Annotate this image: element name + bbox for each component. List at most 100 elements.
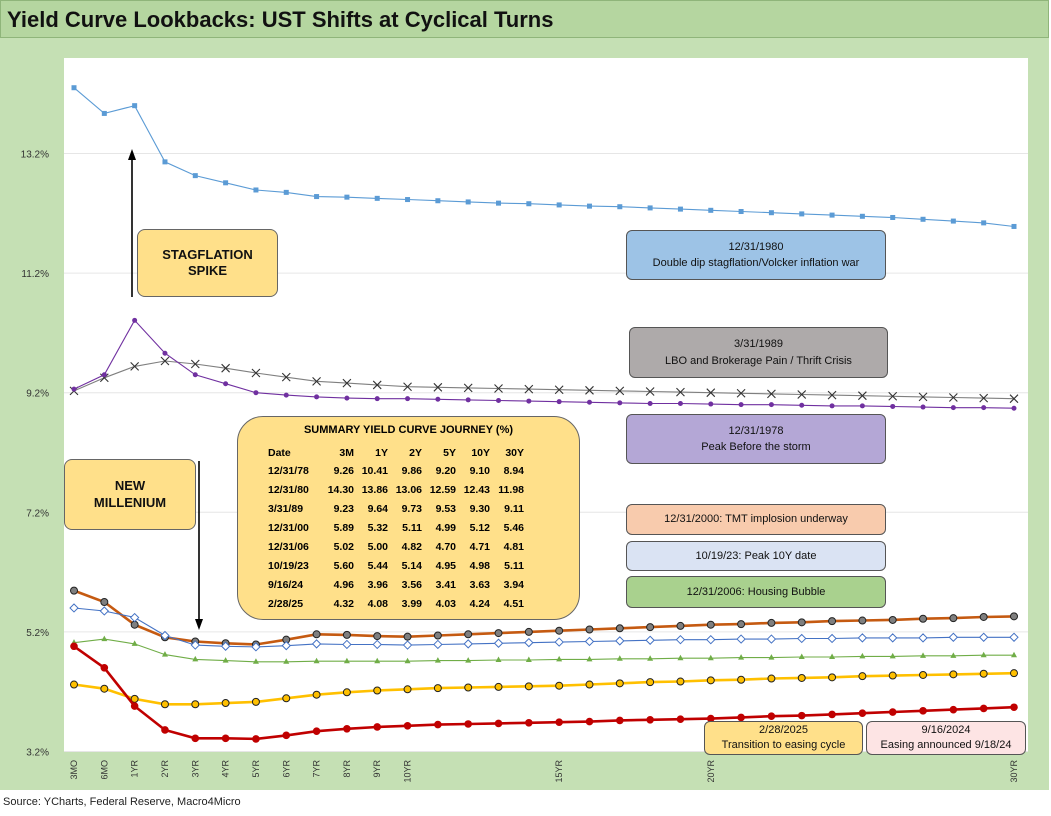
data-point bbox=[979, 704, 988, 713]
box-2024-text: Easing announced 9/18/24 bbox=[880, 739, 1012, 751]
x-tick-label: 1YR bbox=[130, 760, 140, 778]
summary-cell: 3.99 bbox=[401, 597, 422, 610]
data-point bbox=[160, 700, 169, 709]
data-point bbox=[799, 402, 805, 408]
series-line bbox=[73, 319, 1015, 409]
data-point bbox=[827, 633, 837, 644]
data-point bbox=[768, 402, 774, 408]
data-point bbox=[585, 625, 594, 634]
data-point bbox=[312, 690, 321, 699]
data-point bbox=[403, 721, 412, 730]
data-point bbox=[857, 633, 868, 643]
data-point bbox=[858, 709, 867, 718]
data-point bbox=[981, 220, 987, 226]
data-point bbox=[464, 630, 473, 639]
data-point bbox=[767, 389, 776, 399]
summary-cell: 4.51 bbox=[503, 597, 524, 610]
summary-cell: 4.71 bbox=[469, 540, 490, 553]
data-point bbox=[858, 672, 867, 681]
data-point bbox=[464, 720, 472, 728]
summary-cell: 3.41 bbox=[435, 578, 456, 591]
data-point bbox=[312, 630, 321, 639]
data-point bbox=[797, 711, 806, 720]
data-point bbox=[373, 632, 382, 641]
data-point bbox=[465, 397, 471, 403]
data-point bbox=[496, 397, 502, 403]
data-point bbox=[101, 635, 108, 642]
x-tick-label: 6YR bbox=[281, 760, 291, 778]
box-1989-date: 3/31/1989 bbox=[734, 338, 783, 350]
summary-cell: 5.11 bbox=[504, 559, 524, 572]
box-1989: 3/31/1989 LBO and Brokerage Pain / Thrif… bbox=[629, 327, 888, 378]
data-point bbox=[920, 404, 926, 410]
data-point bbox=[494, 384, 503, 393]
data-point bbox=[556, 399, 562, 405]
data-point bbox=[342, 639, 352, 650]
data-point bbox=[342, 378, 352, 388]
data-point bbox=[708, 207, 714, 213]
y-tick-label: 3.2% bbox=[26, 748, 49, 759]
summary-cell: 3.94 bbox=[503, 578, 524, 591]
data-point bbox=[645, 387, 655, 396]
data-point bbox=[920, 652, 927, 658]
box-2006: 12/31/2006: Housing Bubble bbox=[626, 576, 886, 608]
data-point bbox=[1011, 651, 1017, 658]
data-point bbox=[645, 635, 655, 645]
summary-cell: 9.11 bbox=[504, 502, 524, 515]
data-point bbox=[433, 639, 443, 650]
data-point bbox=[314, 394, 320, 400]
data-point bbox=[586, 655, 593, 662]
box-2025: 2/28/2025 Transition to easing cycle bbox=[704, 721, 863, 755]
summary-cell: 5.89 bbox=[333, 521, 354, 534]
arrow-up-head bbox=[128, 149, 136, 160]
data-point bbox=[556, 655, 563, 662]
data-point bbox=[403, 685, 412, 694]
box-1989-text: LBO and Brokerage Pain / Thrift Crisis bbox=[665, 354, 852, 367]
y-tick-label: 5.2% bbox=[26, 628, 49, 639]
data-point bbox=[1009, 394, 1019, 404]
data-point bbox=[707, 654, 714, 661]
summary-header-cell: 3M bbox=[339, 447, 354, 459]
data-point bbox=[524, 384, 534, 394]
series-line bbox=[73, 607, 1014, 648]
data-point bbox=[1010, 669, 1018, 678]
summary-header-cell: 5Y bbox=[443, 447, 456, 459]
data-point bbox=[161, 726, 169, 734]
summary-cell: 4.03 bbox=[435, 597, 456, 610]
data-point bbox=[676, 621, 685, 630]
data-point bbox=[403, 632, 412, 641]
data-point bbox=[859, 652, 866, 659]
data-point bbox=[402, 640, 413, 650]
data-point bbox=[253, 390, 259, 396]
data-point bbox=[616, 655, 623, 661]
data-point bbox=[221, 734, 230, 743]
data-point bbox=[282, 731, 291, 740]
data-point bbox=[617, 204, 623, 210]
y-tick-label: 11.2% bbox=[21, 269, 49, 280]
data-point bbox=[343, 724, 351, 733]
data-point bbox=[797, 633, 807, 644]
summary-cell: 12.43 bbox=[463, 483, 490, 496]
data-point bbox=[979, 669, 988, 678]
data-point bbox=[738, 654, 745, 660]
data-point bbox=[373, 723, 382, 731]
summary-cell: 9.86 bbox=[401, 464, 422, 477]
data-point bbox=[191, 700, 200, 709]
summary-cell: 13.86 bbox=[361, 483, 388, 496]
summary-title: SUMMARY YIELD CURVE JOURNEY (%) bbox=[303, 424, 514, 436]
summary-cell: 9.30 bbox=[469, 502, 490, 515]
summary-cell: 5.12 bbox=[469, 521, 490, 534]
data-point bbox=[223, 381, 229, 387]
data-point bbox=[374, 657, 381, 664]
plot-area bbox=[64, 58, 1028, 752]
summary-cell: 9.10 bbox=[469, 464, 490, 477]
stagflation-label: STAGFLATION SPIKE bbox=[137, 229, 278, 297]
data-point bbox=[677, 206, 683, 212]
data-point bbox=[372, 380, 382, 390]
data-point bbox=[706, 714, 715, 723]
